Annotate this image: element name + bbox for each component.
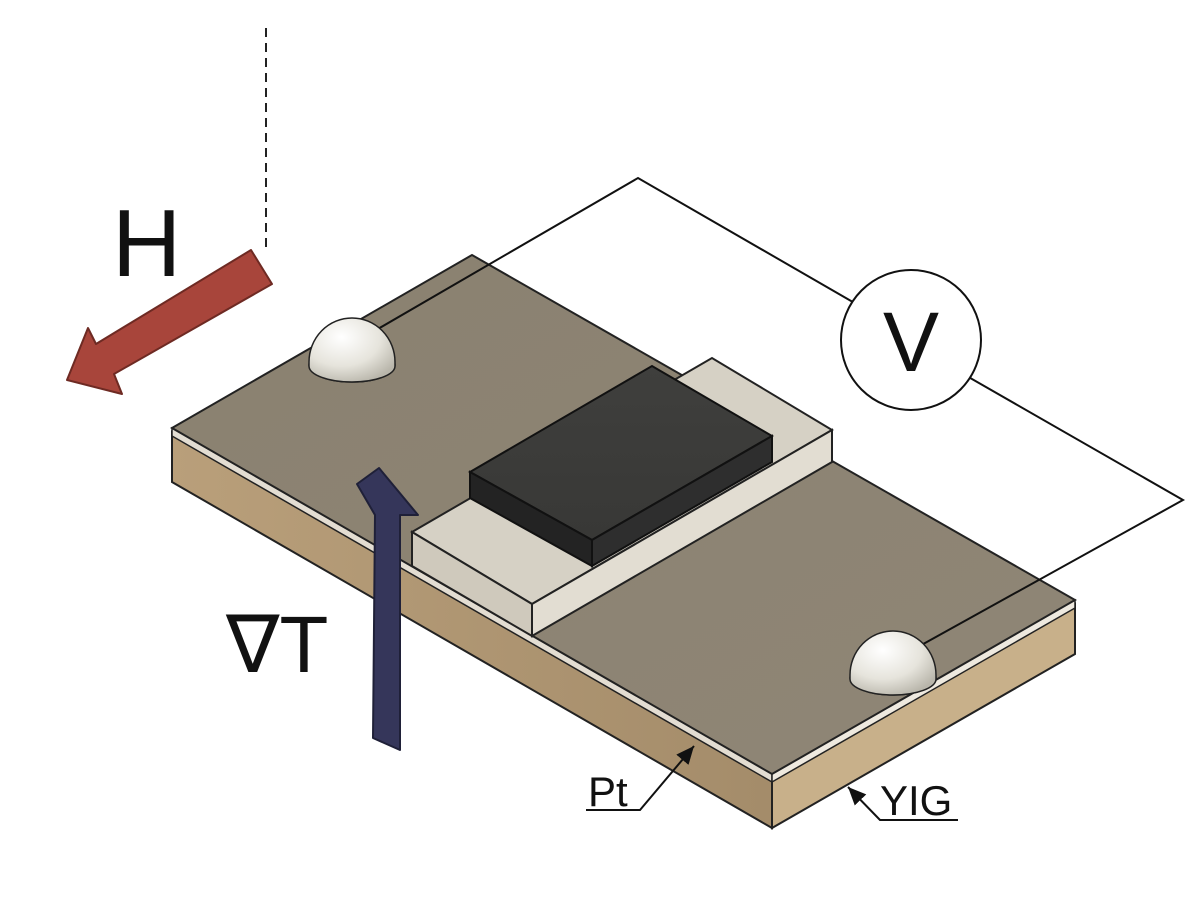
pt-leader-line bbox=[586, 745, 695, 811]
gradient-arrow-icon bbox=[356, 467, 419, 751]
wire-to-right-contact bbox=[897, 374, 1186, 659]
pt-label: Pt bbox=[588, 768, 628, 815]
yig-label: YIG bbox=[880, 777, 952, 824]
wire-to-left-contact bbox=[351, 176, 859, 345]
contact-right bbox=[849, 630, 937, 696]
voltmeter-circle-icon: V bbox=[840, 269, 982, 411]
field-arrow-icon bbox=[66, 249, 273, 395]
contact-left bbox=[308, 317, 396, 383]
gradient-label: ∇T bbox=[225, 600, 328, 689]
heater-block bbox=[467, 364, 774, 568]
spacer-right bbox=[531, 428, 833, 638]
yig-leader-line bbox=[847, 786, 958, 821]
heater-right bbox=[591, 434, 773, 568]
field-label: H bbox=[112, 190, 181, 297]
voltmeter-label: V bbox=[883, 295, 939, 389]
